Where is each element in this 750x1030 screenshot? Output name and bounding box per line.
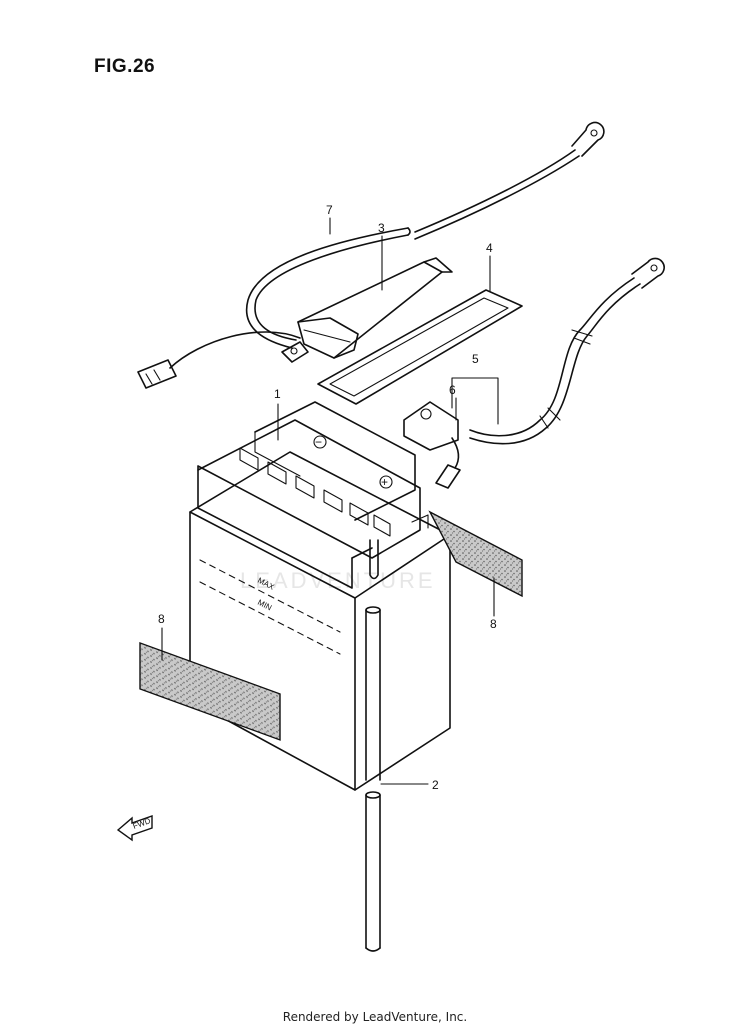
positive-lead-wire bbox=[403, 257, 665, 489]
plus-symbol: + bbox=[381, 475, 388, 489]
callout-8-left: 8 bbox=[158, 612, 165, 626]
fuse-connector bbox=[435, 464, 461, 489]
footer-credit: Rendered by LeadVenture, Inc. bbox=[282, 1010, 468, 1024]
callout-5: 5 bbox=[472, 352, 479, 366]
fwd-arrow-icon: FWD bbox=[116, 815, 153, 842]
battery-band-4 bbox=[317, 289, 523, 405]
terminal-cover bbox=[403, 401, 459, 451]
callout-8-right: 8 bbox=[490, 617, 497, 631]
callout-7: 7 bbox=[326, 203, 333, 217]
breather-tube bbox=[365, 606, 381, 952]
cell-caps bbox=[239, 447, 391, 537]
callout-6: 6 bbox=[449, 383, 456, 397]
battery-pad-left bbox=[139, 642, 281, 741]
positive-terminal bbox=[379, 475, 393, 489]
figure-title: FIG.26 bbox=[94, 56, 156, 77]
negative-lead-wire bbox=[137, 121, 605, 389]
callout-1: 1 bbox=[274, 387, 281, 401]
battery: − + MAX MIN bbox=[189, 401, 451, 791]
callout-leaders bbox=[161, 217, 499, 785]
minus-symbol: − bbox=[315, 435, 322, 449]
callout-4: 4 bbox=[486, 241, 493, 255]
callout-3: 3 bbox=[378, 221, 385, 235]
battery-band-3 bbox=[297, 257, 453, 359]
negative-terminal bbox=[313, 435, 327, 449]
battery-pad-right bbox=[428, 510, 523, 598]
min-label: MIN bbox=[256, 598, 273, 613]
callout-2: 2 bbox=[432, 778, 439, 792]
vent-nipple bbox=[369, 539, 379, 580]
